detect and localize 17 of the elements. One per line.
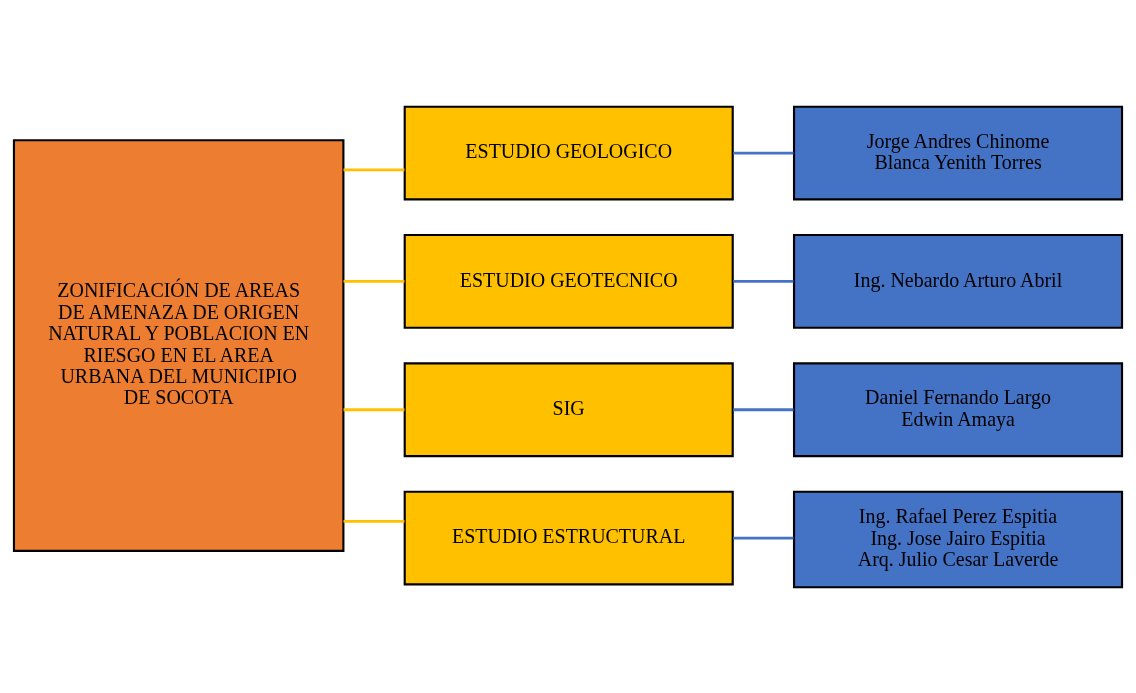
node-box: ZONIFICACIÓN DE AREAS DE AMENAZA DE ORIGEN NATURAL Y POBLACION EN RIESGO EN EL AREA URBANA DEL MUNICIPIO DE SOCOTA [12, 138, 345, 552]
node-box: Daniel Fernando Largo Edwin Amaya [792, 361, 1124, 457]
node-box: Jorge Andres Chinome Blanca Yenith Torres [792, 105, 1124, 200]
connector [343, 407, 405, 411]
node-box: SIG [403, 361, 734, 457]
node-box: Ing. Nebardo Arturo Abril [792, 233, 1124, 329]
connector [733, 536, 794, 540]
node-box: Ing. Rafael Perez Espitia Ing. Jose Jairo Espitia Arq. Julio Cesar Laverde [792, 490, 1124, 588]
connector [733, 151, 794, 154]
connector [343, 167, 405, 171]
node-box: ESTUDIO GEOLOGICO [403, 105, 734, 200]
connector [733, 407, 794, 411]
connector [343, 279, 405, 283]
connector [343, 519, 405, 523]
connector [733, 279, 794, 283]
node-box: ESTUDIO ESTRUCTURAL [403, 490, 734, 585]
node-box: ESTUDIO GEOTECNICO [403, 233, 734, 329]
